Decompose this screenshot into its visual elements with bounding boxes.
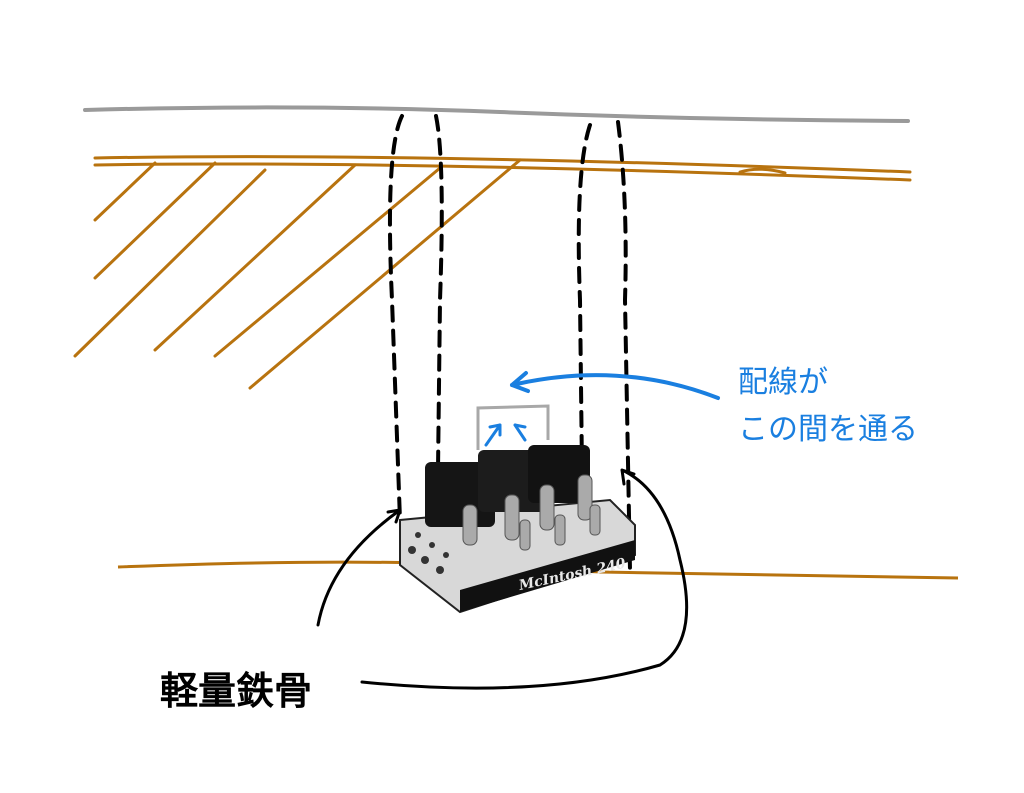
frame-pointer-arrows: [316, 468, 689, 690]
floor-line: [117, 560, 959, 580]
amplifier-image: McIntosh 240: [399, 445, 636, 614]
steel-frame-label: 軽量鉄骨: [160, 669, 313, 713]
hatching: [73, 158, 522, 390]
ceiling-line: [83, 105, 910, 123]
wiring-note-line1: 配線が: [738, 365, 828, 400]
wiring-note-line2: この間を通る: [738, 412, 918, 447]
gap-arrows: [484, 423, 527, 447]
gap-bracket: [476, 404, 550, 450]
wiring-arrow: [510, 371, 720, 400]
ceiling-beam: [93, 155, 912, 182]
steel-frame-dashed-lines: [387, 114, 632, 572]
